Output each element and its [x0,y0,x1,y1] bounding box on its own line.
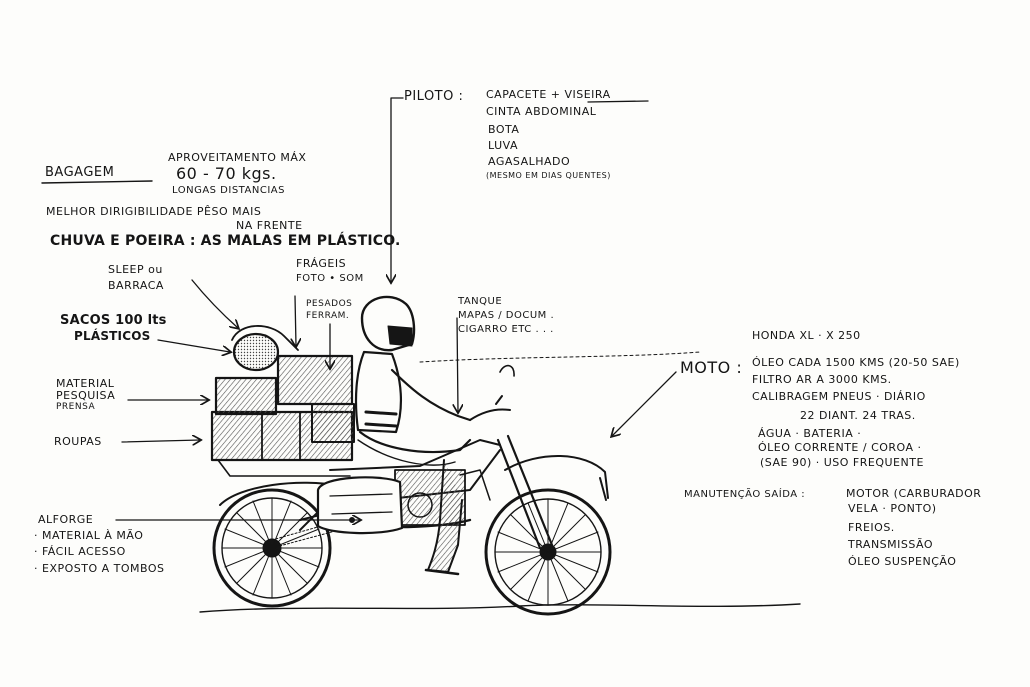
alforge-title: ALFORGE [38,513,94,526]
thigh [358,430,472,454]
front-wheel [484,488,612,616]
manutencao-line: TRANSMISSÃO [848,538,934,551]
alforge-line: · FÁCIL ACESSO [34,545,126,558]
sacos-label: PLÁSTICOS [74,329,151,343]
manutencao-line: ÓLEO SUSPENÇÃO [848,555,957,568]
material-label: PRENSA [56,402,96,412]
moto-line: CALIBRAGEM PNEUS · DIÁRIO [752,390,926,403]
sleep-label: SLEEP ou [108,263,163,276]
moto-line: (SAE 90) · USO FREQUENTE [760,456,924,469]
moto-line: ÓLEO CORRENTE / COROA · [758,441,922,454]
bagagem-dirigibilidade: MELHOR DIRIGIBILIDADE PÊSO MAIS [46,205,262,218]
frageis-label: FOTO • SOM [296,273,364,284]
bagagem-chuva: CHUVA E POEIRA : AS MALAS EM PLÁSTICO. [50,233,401,249]
arrow-sacos [157,339,230,352]
bagagem-aproveitamento: APROVEITAMENTO MÁX [168,151,307,164]
alforge-line: · EXPOSTO A TOMBOS [34,562,165,575]
torso [354,350,403,434]
horizon-line [419,351,701,363]
pesados-label: FERRAM. [306,311,350,321]
pesados-label: PESADOS [306,299,353,309]
frageis-label: FRÁGEIS [296,257,347,270]
arrow-frageis [295,295,296,346]
piloto-item: CAPACETE + VISEIRA [486,88,611,101]
piloto-item: CINTA ABDOMINAL [486,105,597,118]
arrow-moto [612,371,677,436]
arrow-roupas [121,440,200,442]
manutencao-label: MANUTENÇÃO SAÍDA : [684,489,806,500]
piloto-item: (MESMO EM DIAS QUENTES) [486,171,611,180]
bagagem-distancias: LONGAS DISTANCIAS [172,185,285,196]
tanque-label: TANQUE [458,296,503,307]
arrow-tanque [457,317,458,412]
saddlebag [316,476,404,535]
manutencao-line: FREIOS. [848,521,895,534]
material-label: PESQUISA [56,389,116,402]
bagagem-title: BAGAGEM [45,165,115,180]
piloto-item: LUVA [488,139,518,152]
rider [354,295,472,576]
arrow-piloto [391,97,404,282]
moto-label: MOTO : [680,358,743,377]
arrow-sleep [191,279,238,328]
sleep-label: BARRACA [108,279,164,292]
piloto-item: AGASALHADO [488,155,571,168]
sacos-label: SACOS 100 lts [60,313,167,328]
front-fork [496,434,554,550]
moto-line: ÓLEO CADA 1500 KMS (20-50 SAE) [752,356,960,369]
manutencao-line: VELA · PONTO) [848,502,937,515]
material-label: MATERIAL [56,377,115,390]
piloto-item: BOTA [488,123,520,136]
ground-line [199,603,801,613]
moto-model: HONDA XL · X 250 [752,329,861,342]
headlight [499,364,515,377]
manutencao-line: MOTOR (CARBURADOR [846,487,982,500]
moto-line: FILTRO AR A 3000 KMS. [752,373,892,386]
alforge-line: · MATERIAL À MÃO [34,529,144,542]
moto-line: ÁGUA · BATERIA · [758,427,862,440]
roupas-label: ROUPAS [54,435,102,448]
bagagem-kgs: 60 - 70 kgs. [176,164,277,183]
luggage-stack [210,325,355,477]
tanque-label: MAPAS / DOCUM . [458,310,555,321]
handlebar [469,395,511,421]
piloto-label: PILOTO : [404,89,464,104]
tanque-label: CIGARRO ETC . . . [458,324,554,335]
moto-line: 22 DIANT. 24 TRAS. [800,409,916,422]
bagagem-dirigibilidade: NA FRENTE [236,219,303,232]
arm [390,368,472,422]
frame [299,439,501,531]
